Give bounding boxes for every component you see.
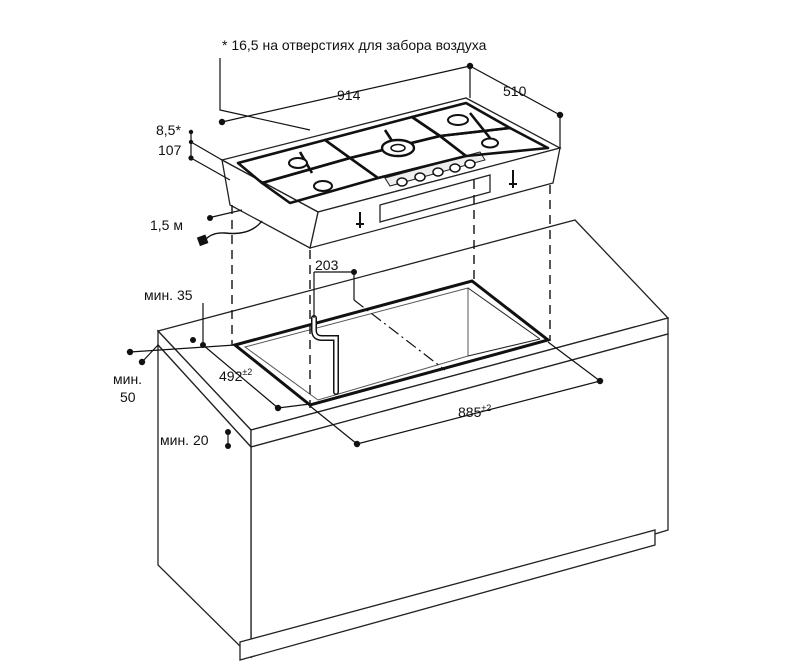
knobs xyxy=(396,159,476,187)
burner-rear-left xyxy=(288,157,308,169)
dim-cutout-depth-tolerance: ±2 xyxy=(242,367,253,377)
dim-depth-hob: 510 xyxy=(503,83,527,99)
burner-front-right xyxy=(481,137,499,149)
knob-4 xyxy=(449,163,461,173)
dim-cutout-width-value: 885 xyxy=(458,404,482,420)
burner-rear-right xyxy=(447,114,469,126)
dim-min-35: мин. 35 xyxy=(144,287,193,303)
dim-height-b: 107 xyxy=(158,142,182,158)
hob xyxy=(196,97,562,249)
mounting-clamps xyxy=(356,170,517,228)
dim-min-20: мин. 20 xyxy=(160,432,209,448)
hob-bottom-box xyxy=(379,174,491,223)
cabinet-plinth xyxy=(239,529,656,661)
power-plug xyxy=(196,234,209,247)
knob-3 xyxy=(432,167,444,177)
knob-2 xyxy=(414,172,426,182)
dim-cable-length: 1,5 м xyxy=(150,217,183,233)
cutout xyxy=(231,279,552,407)
dim-height-a: 8,5* xyxy=(156,122,181,138)
dim-min-50-label: мин. xyxy=(113,371,143,387)
knob-1 xyxy=(396,177,408,187)
cabinet xyxy=(156,219,670,661)
dim-offset-203: 203 xyxy=(315,257,339,273)
burner-front-left xyxy=(313,180,333,192)
hob-side xyxy=(221,158,319,249)
dim-width-hob: 914 xyxy=(337,87,361,103)
burners xyxy=(288,114,499,192)
air-intake-note: * 16,5 на отверстиях для забора воздуха xyxy=(222,37,487,53)
dim-cutout-width: 885±2 xyxy=(458,403,492,420)
dim-min-50-value: 50 xyxy=(120,389,136,405)
dimension-lines xyxy=(126,58,604,449)
knob-5 xyxy=(464,159,476,169)
projection-lines xyxy=(231,180,551,408)
dim-cutout-depth-value: 492 xyxy=(219,368,243,384)
power-cable xyxy=(204,220,263,241)
dim-cutout-depth: 492±2 xyxy=(219,367,253,384)
dim-cutout-width-tolerance: ±2 xyxy=(481,403,492,413)
